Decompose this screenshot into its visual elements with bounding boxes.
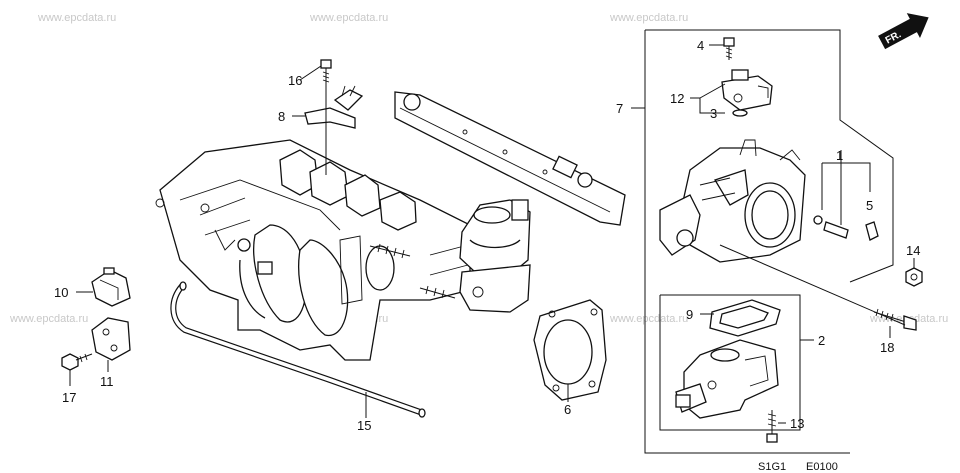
callout-15[interactable]: 15 [357, 418, 371, 433]
manifold-upper-ports [279, 149, 417, 231]
callout-11[interactable]: 11 [100, 374, 114, 389]
callout-12[interactable]: 12 [670, 91, 684, 106]
stud-bolts [369, 243, 456, 299]
washer-5[interactable] [865, 221, 879, 241]
callout-18[interactable]: 18 [880, 340, 894, 355]
callout-3[interactable]: 3 [710, 106, 717, 121]
bracket-8[interactable] [304, 85, 364, 129]
bolt-17[interactable] [61, 353, 93, 371]
callout-2[interactable]: 2 [818, 333, 825, 348]
diagram-code-right: E0100 [806, 461, 838, 473]
callout-8[interactable]: 8 [278, 109, 285, 124]
watermark-text: www.epcdata.ru [37, 12, 116, 24]
fuel-rail-bracket[interactable] [394, 91, 626, 226]
bracket-11[interactable] [91, 317, 131, 361]
watermark-text: www.epcdata.ru [9, 313, 88, 325]
callout-9[interactable]: 9 [686, 307, 693, 322]
watermark-text: www.epcdata.ru [609, 313, 688, 325]
callout-13[interactable]: 13 [790, 416, 804, 431]
diagram-code-left: S1G1 [758, 461, 786, 473]
harness-clip-10[interactable] [91, 267, 131, 307]
hose-15[interactable] [170, 281, 426, 418]
egr-valve[interactable] [459, 199, 531, 313]
front-direction-arrow-icon: FR. [878, 13, 929, 50]
screw-1[interactable] [813, 215, 849, 239]
throttle-body-bracket [631, 29, 894, 454]
diagram-code: S1G1 E0100 [758, 461, 838, 473]
callout-6[interactable]: 6 [564, 402, 571, 417]
callout-14[interactable]: 14 [906, 243, 920, 258]
throttle-body-gasket[interactable] [533, 299, 607, 401]
idle-control-bracket [659, 294, 814, 431]
callout-7[interactable]: 7 [616, 101, 623, 116]
watermark-text: www.epcdata.ru [609, 12, 688, 24]
idle-air-control-valve[interactable] [675, 339, 779, 419]
callout-4[interactable]: 4 [697, 38, 704, 53]
bolt-13[interactable] [766, 410, 778, 443]
o-ring-3[interactable] [732, 109, 748, 117]
callout-17[interactable]: 17 [62, 390, 76, 405]
watermark-text: www.epcdata.ru [309, 12, 388, 24]
callout-16[interactable]: 16 [288, 73, 302, 88]
callout-5[interactable]: 5 [866, 198, 873, 213]
throttle-body[interactable] [659, 139, 806, 263]
bolt-16[interactable] [320, 59, 332, 175]
callout-labels: 1 2 3 4 5 6 7 8 9 10 11 12 13 14 15 16 1… [54, 38, 920, 433]
bolt-4[interactable] [723, 37, 735, 60]
gasket-9[interactable] [709, 299, 781, 337]
callout-1[interactable]: 1 [836, 148, 843, 163]
throttle-position-sensor[interactable] [721, 69, 773, 111]
callout-10[interactable]: 10 [54, 285, 68, 300]
leader-lines [69, 44, 915, 424]
flange-nut-14[interactable] [905, 267, 923, 287]
